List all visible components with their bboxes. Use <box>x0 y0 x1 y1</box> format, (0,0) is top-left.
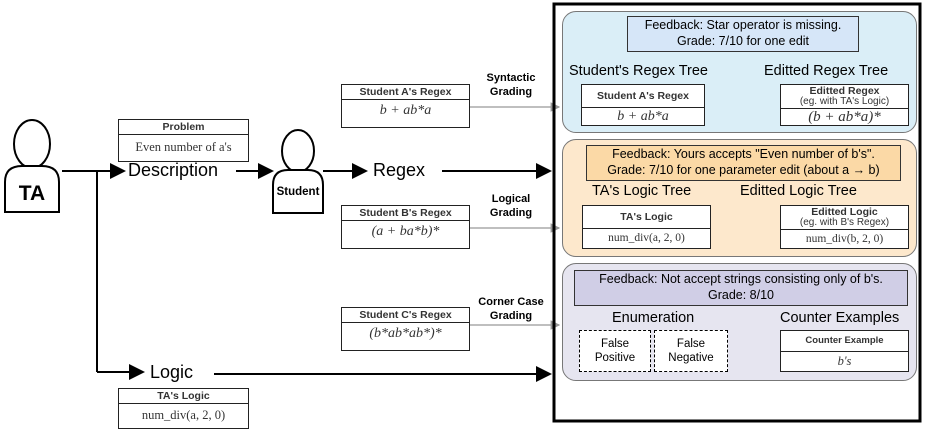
ta-logic-header: TA's Logic <box>119 389 248 404</box>
editted-regex-tree-label: Editted Regex Tree <box>764 63 889 79</box>
grading-line-1: Syntactic <box>486 72 536 84</box>
false-positive-line-2: Positive <box>594 352 636 364</box>
student-b-regex: (a + ba*b)* <box>371 224 440 239</box>
tree-ta-logic-header: TA's Logic <box>583 206 710 229</box>
regex-label: Regex <box>373 160 426 180</box>
corner-feedback: Feedback: Not accept strings consisting … <box>574 270 908 306</box>
feedback-line: Feedback: Yours accepts "Even number of … <box>612 147 875 161</box>
description-label: Description <box>128 160 219 180</box>
false-negative-line-2: Negative <box>668 352 714 364</box>
corner-case-grading-label: Corner Case Grading <box>471 295 551 323</box>
syntactic-grading-label: Syntactic Grading <box>471 71 551 99</box>
grading-line-2: Grading <box>489 310 533 322</box>
editted-regex-header: Editted Regex <box>809 85 880 97</box>
problem-card: Problem Even number of a's <box>118 119 249 162</box>
grade-line: Grade: 7/10 for one parameter edit (abou… <box>607 163 880 177</box>
student-c-card: Student C's Regex (b*ab*ab*)* <box>341 307 470 351</box>
problem-body: Even number of a's <box>135 140 232 154</box>
counter-example-header: Counter Example <box>781 331 908 352</box>
tree-ta-logic-body: num_div(a, 2, 0) <box>608 232 685 244</box>
tree-student-a-card: Student A's Regex b + ab*a <box>581 84 705 126</box>
counter-example-card: Counter Example b's <box>780 330 909 372</box>
false-positive-line-1: False <box>600 338 630 350</box>
syntactic-feedback: Feedback: Star operator is missing. Grad… <box>627 16 859 52</box>
problem-header: Problem <box>119 120 248 135</box>
editted-logic-sub: (eg. with B's Regex) <box>781 218 908 230</box>
grading-line-1: Corner Case <box>478 296 544 308</box>
student-a-header: Student A's Regex <box>342 85 469 100</box>
tree-ta-logic-card: TA's Logic num_div(a, 2, 0) <box>582 205 711 249</box>
editted-logic-card: Editted Logic (eg. with B's Regex) num_d… <box>780 205 909 249</box>
grading-line-1: Logical <box>491 193 531 205</box>
student-person-icon <box>272 129 324 214</box>
counter-examples-label: Counter Examples <box>780 310 900 326</box>
ta-label: TA <box>18 182 46 205</box>
student-regex-tree-label: Student's Regex Tree <box>569 63 708 79</box>
enumeration-label: Enumeration <box>612 310 695 326</box>
tree-student-a-header: Student A's Regex <box>582 85 704 108</box>
student-c-header: Student C's Regex <box>342 308 469 323</box>
ta-logic-tree-label: TA's Logic Tree <box>592 183 692 199</box>
student-c-regex: (b*ab*ab*)* <box>369 326 442 341</box>
editted-regex-body: (b + ab*a)* <box>808 109 881 125</box>
grading-line-2: Grading <box>489 207 533 219</box>
false-negative-box: False Negative <box>654 330 728 372</box>
student-b-card: Student B's Regex (a + ba*b)* <box>341 205 470 249</box>
editted-regex-sub: (eg. with TA's Logic) <box>781 97 908 109</box>
editted-regex-card: Editted Regex (eg. with TA's Logic) (b +… <box>780 84 909 126</box>
ta-logic-card: TA's Logic num_div(a, 2, 0) <box>118 388 249 429</box>
ta-person-icon <box>4 119 60 213</box>
editted-logic-tree-label: Editted Logic Tree <box>740 183 857 199</box>
feedback-line: Feedback: Not accept strings consisting … <box>599 272 883 286</box>
student-a-regex: b + ab*a <box>379 103 432 118</box>
false-positive-box: False Positive <box>579 330 651 372</box>
logical-feedback: Feedback: Yours accepts "Even number of … <box>586 145 901 181</box>
editted-logic-header: Editted Logic <box>811 206 878 218</box>
student-a-card: Student A's Regex b + ab*a <box>341 84 470 128</box>
logical-grading-label: Logical Grading <box>471 192 551 220</box>
tree-student-a-regex: b + ab*a <box>617 109 669 124</box>
editted-logic-body: num_div(b, 2, 0) <box>805 233 884 245</box>
grade-line: Grade: 7/10 for one edit <box>676 34 810 48</box>
ta-logic-body: num_div(a, 2, 0) <box>141 408 226 422</box>
grading-line-2: Grading <box>489 86 533 98</box>
counter-example-body: b's <box>837 354 852 368</box>
student-label: Student <box>276 186 320 198</box>
feedback-line: Feedback: Star operator is missing. <box>644 18 842 32</box>
logic-label: Logic <box>150 362 194 382</box>
student-b-header: Student B's Regex <box>342 206 469 221</box>
grade-line: Grade: 8/10 <box>707 288 774 302</box>
false-negative-line-1: False <box>676 338 706 350</box>
